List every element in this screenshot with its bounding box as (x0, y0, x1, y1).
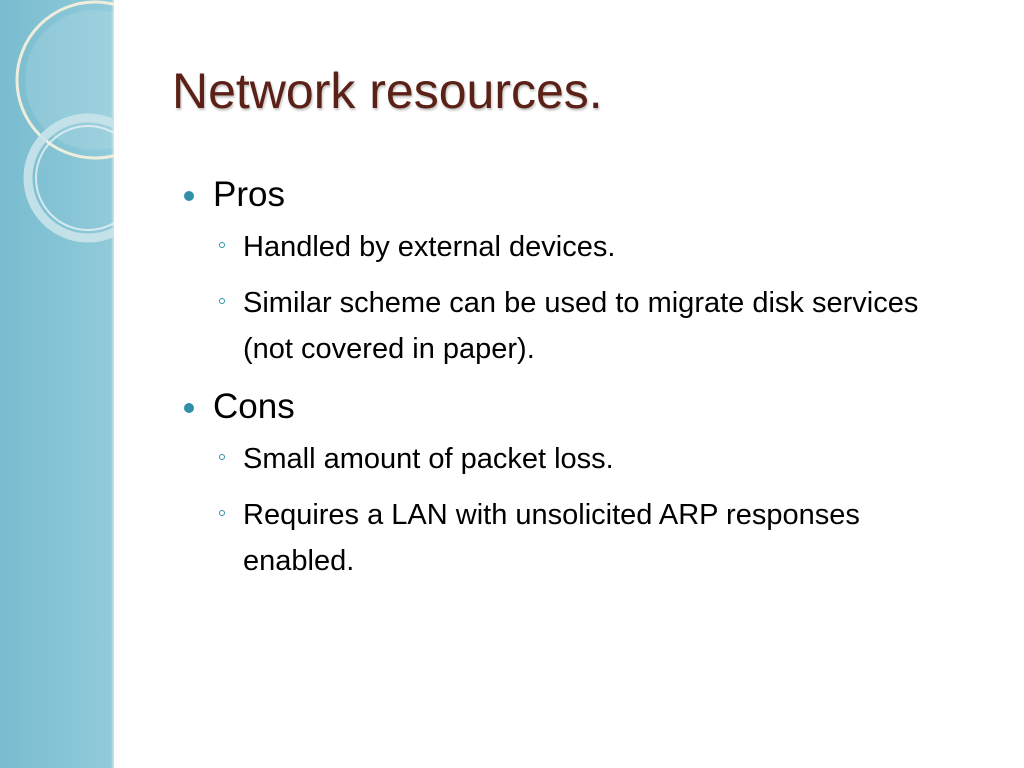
filled-circle-icon (184, 191, 194, 201)
sub-bullet-text: Similar scheme can be used to migrate di… (243, 287, 919, 365)
sub-bullet: Handled by external devices. (219, 224, 974, 270)
sub-bullet: Similar scheme can be used to migrate di… (219, 280, 974, 372)
sub-bullet: Requires a LAN with unsolicited ARP resp… (219, 492, 974, 584)
hollow-circle-icon (219, 242, 225, 248)
slide-title: Network resources. (172, 63, 603, 119)
bullet-pros: Pros (184, 170, 974, 220)
sub-bullet: Small amount of packet loss. (219, 436, 974, 482)
filled-circle-icon (184, 403, 194, 413)
bullet-label: Cons (213, 387, 295, 426)
side-band-edge (111, 0, 115, 768)
sub-bullet-text: Handled by external devices. (243, 231, 616, 263)
decorative-circles-icon (15, 0, 114, 243)
sub-bullet-text: Small amount of packet loss. (243, 443, 614, 475)
hollow-circle-icon (219, 298, 225, 304)
hollow-circle-icon (219, 454, 225, 460)
slide-content: Pros Handled by external devices. Simila… (184, 170, 974, 594)
bullet-label: Pros (213, 175, 285, 214)
hollow-circle-icon (219, 510, 225, 516)
sub-bullet-text: Requires a LAN with unsolicited ARP resp… (243, 499, 860, 577)
bullet-cons: Cons (184, 382, 974, 432)
